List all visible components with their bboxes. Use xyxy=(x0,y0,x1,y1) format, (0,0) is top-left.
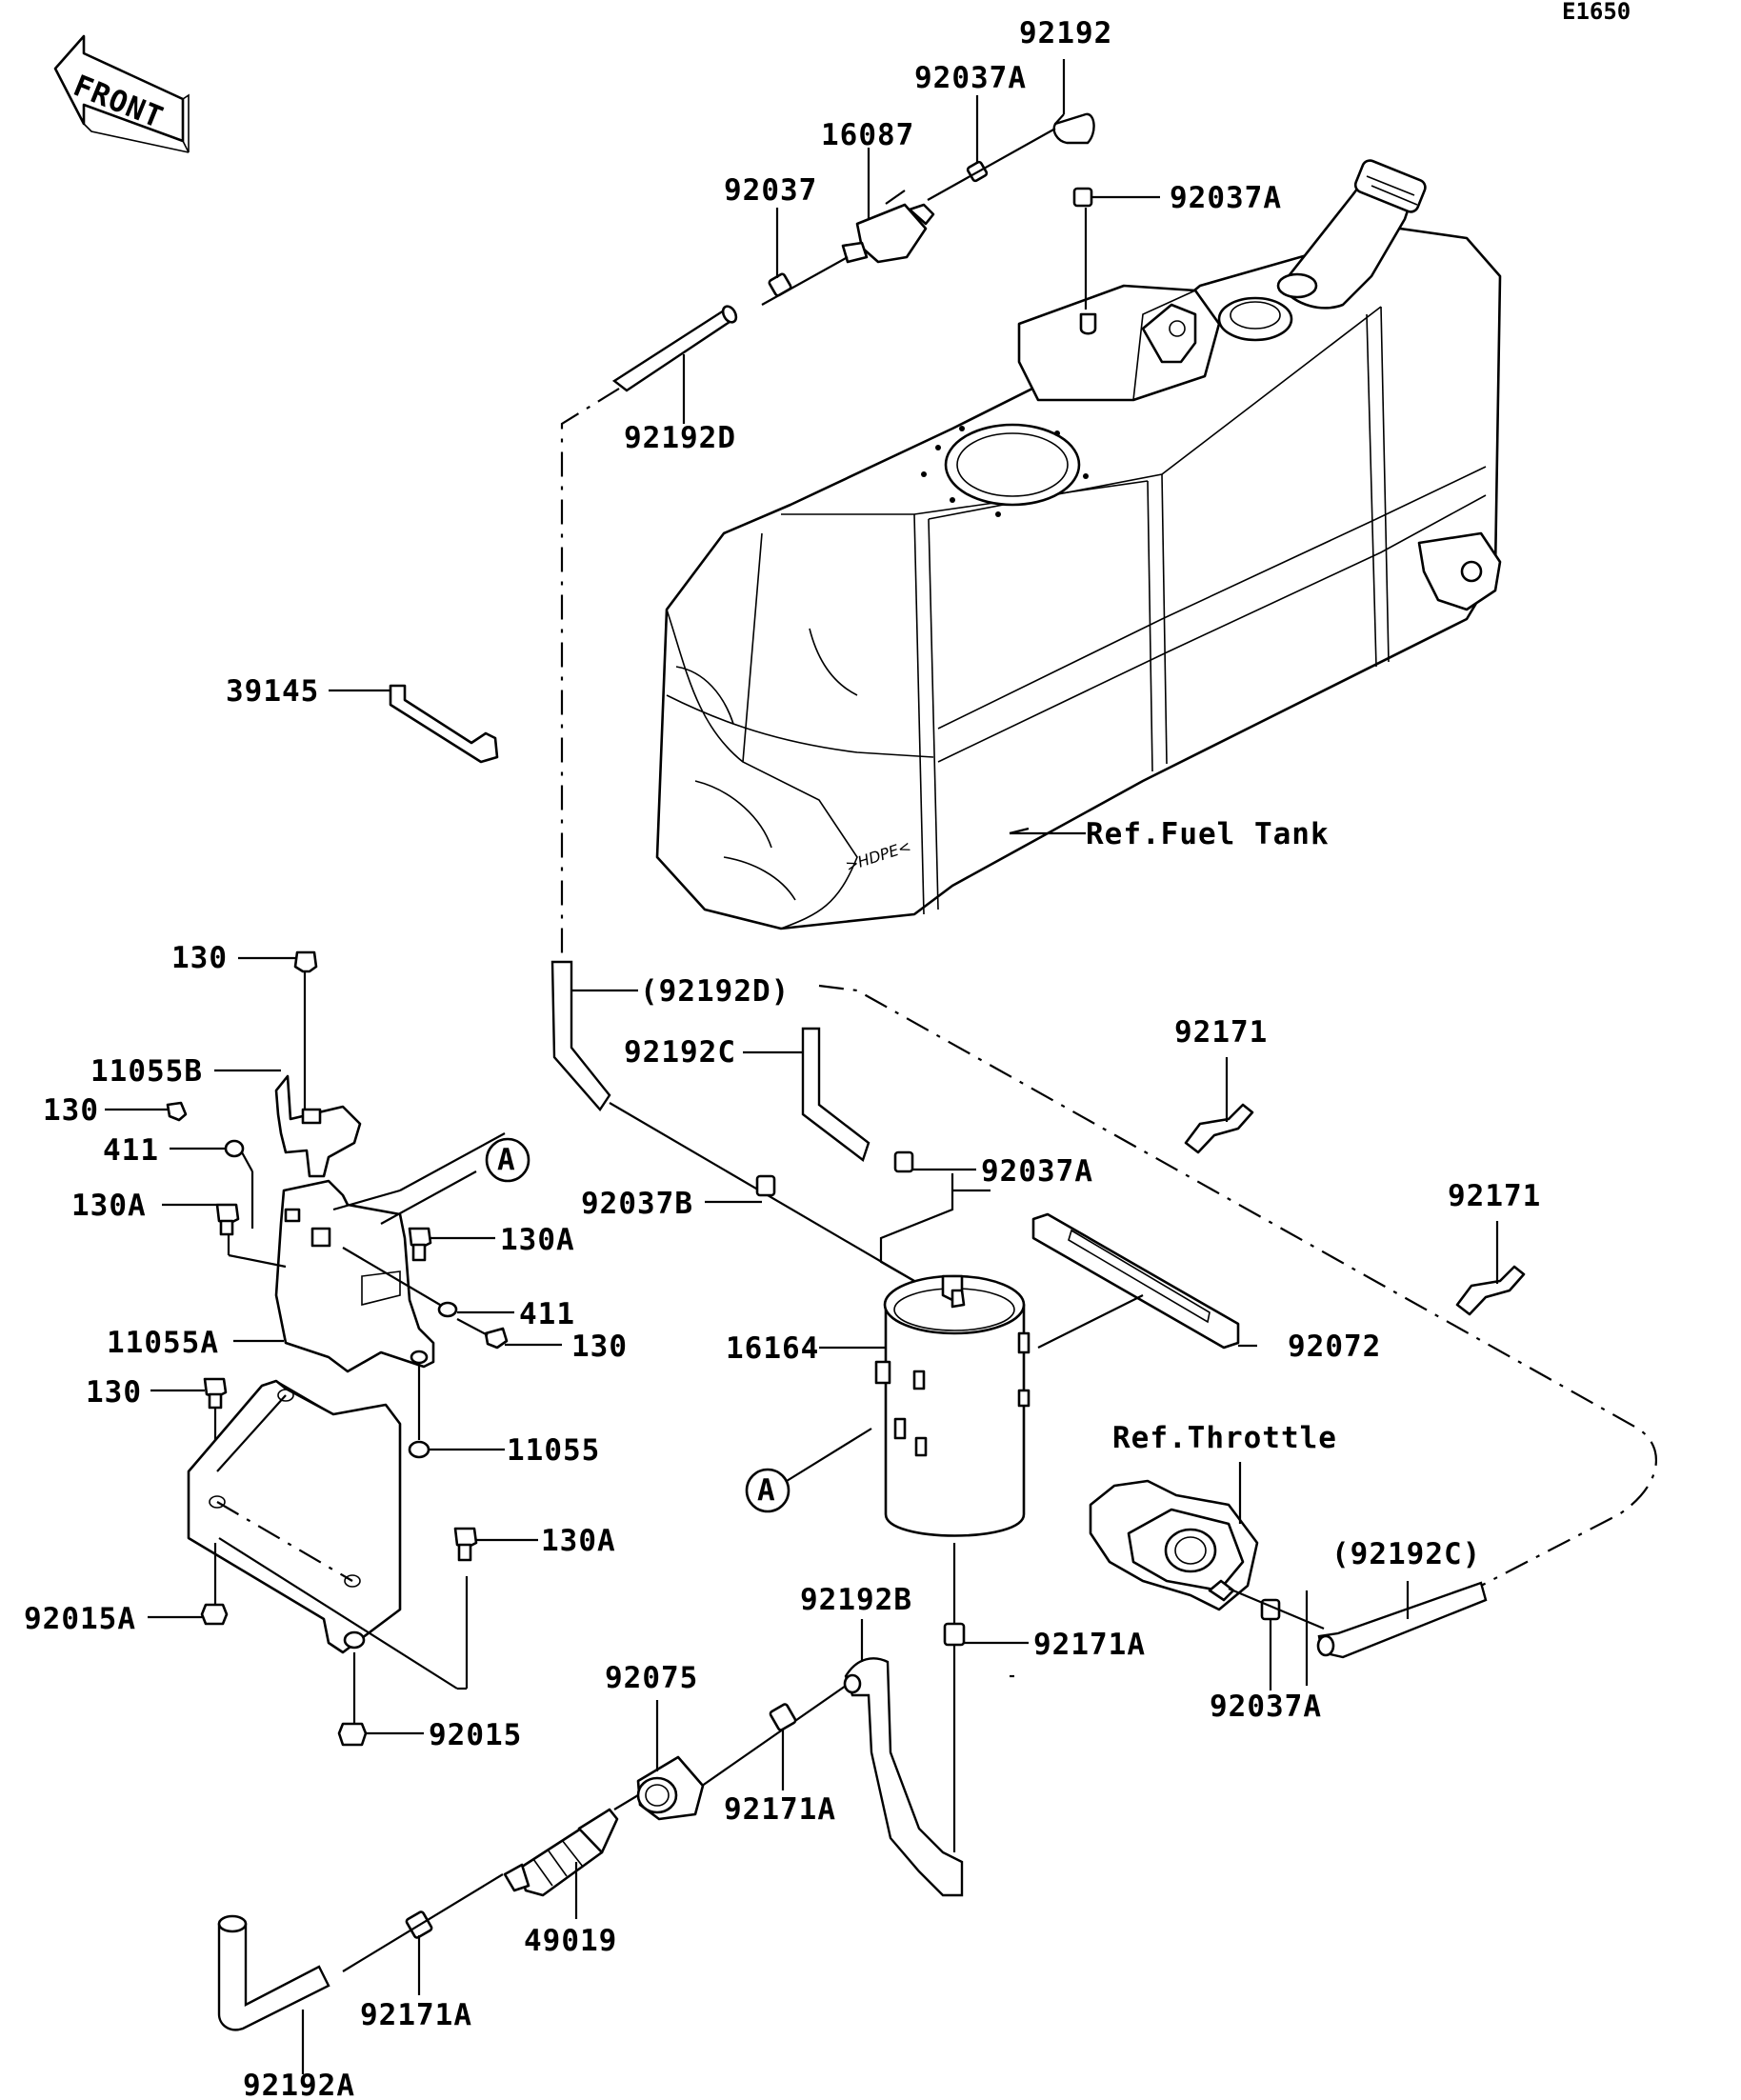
callout-92192: 92192 xyxy=(1019,16,1112,50)
callout-92171A-a: 92171A xyxy=(1033,1628,1146,1662)
callout-411-b: 411 xyxy=(519,1297,575,1331)
hose-92192A xyxy=(217,1914,330,2074)
ref-A-upper: A xyxy=(485,1137,530,1183)
canister-16164 xyxy=(819,1274,1031,1537)
bolt-130A-mid xyxy=(408,1227,495,1262)
hose-92192 xyxy=(1052,112,1095,145)
bolt-130-top xyxy=(238,950,318,1110)
callout-92015: 92015 xyxy=(429,1718,522,1752)
callout-ref-throttle: Ref.Throttle xyxy=(1112,1421,1337,1455)
callout-92037A-top: 92037A xyxy=(914,61,1027,95)
ref-A-lower: A xyxy=(745,1428,872,1513)
callout-92037: 92037 xyxy=(724,173,817,208)
clamp-92037 xyxy=(768,208,792,297)
hose-92192C-lower xyxy=(1316,1581,1488,1659)
callout-11055: 11055 xyxy=(507,1433,600,1468)
callout-92171A-c: 92171A xyxy=(360,1998,472,2032)
hose-92192B xyxy=(843,1619,964,1897)
hose-92192D xyxy=(611,305,738,424)
clip-92171-a xyxy=(1184,1057,1254,1154)
strap-92072 xyxy=(1031,1212,1257,1350)
callout-92075: 92075 xyxy=(605,1661,698,1695)
callout-92072: 92072 xyxy=(1288,1330,1381,1364)
callout-130-c: 130 xyxy=(571,1330,628,1364)
bracket-11055A xyxy=(233,1132,506,1373)
callout-130A-b: 130A xyxy=(500,1223,575,1257)
hose-92192D-lower xyxy=(550,960,638,1111)
callout-92171-a: 92171 xyxy=(1174,1015,1268,1050)
washer-411-a xyxy=(170,1139,254,1229)
callout-16087: 16087 xyxy=(821,118,914,152)
callout-92192C: 92192C xyxy=(624,1035,736,1070)
clamp-92037A-low xyxy=(1228,1587,1325,1686)
filter-49019 xyxy=(503,1794,639,1919)
clip-39145 xyxy=(329,684,499,764)
callout-92192D: 92192D xyxy=(624,421,736,455)
callout-92192C-paren: (92192C) xyxy=(1331,1537,1481,1571)
nut-92015A xyxy=(148,1543,229,1626)
bolt-130A-lower xyxy=(453,1527,538,1690)
bracket-11055 xyxy=(187,1362,505,1690)
callout-130A-a: 130A xyxy=(71,1189,147,1223)
callout-92037A-mid: 92037A xyxy=(981,1154,1093,1189)
callout-92192A: 92192A xyxy=(243,2069,355,2100)
callout-411-a: 411 xyxy=(103,1133,159,1168)
clamp-92037B xyxy=(705,1174,776,1204)
callout-92171-b: 92171 xyxy=(1448,1179,1541,1213)
callout-92037B: 92037B xyxy=(581,1187,693,1221)
callout-39145: 39145 xyxy=(226,674,319,709)
diagram-code: E1650 xyxy=(1562,0,1631,25)
bracket-11055B xyxy=(214,1069,362,1178)
callout-49019: 49019 xyxy=(524,1924,617,1958)
nut-92015 xyxy=(337,1652,424,1747)
throttle-body xyxy=(1089,1462,1259,1611)
valve-16087 xyxy=(761,148,935,306)
bolt-130-c xyxy=(456,1318,562,1350)
hose-92192C xyxy=(743,1027,870,1162)
callout-11055A: 11055A xyxy=(107,1326,219,1360)
callout-92037A-right: 92037A xyxy=(1170,181,1282,215)
clamp-92037A-right xyxy=(1072,187,1160,310)
clamp-92037A-mid xyxy=(879,1150,976,1282)
svg-text:A: A xyxy=(757,1473,776,1508)
callout-92192B: 92192B xyxy=(800,1583,912,1617)
callout-92037A-low: 92037A xyxy=(1210,1690,1322,1724)
front-arrow-icon: FRONT xyxy=(53,34,190,153)
callout-130A-c: 130A xyxy=(541,1524,616,1558)
callout-11055B: 11055B xyxy=(90,1054,203,1089)
clamp-92171A-a xyxy=(943,1543,1029,1852)
fuel-tank: >HDPE< xyxy=(655,159,1502,930)
svg-text:A: A xyxy=(497,1143,516,1177)
callout-130-a: 130 xyxy=(171,941,228,975)
callout-92192D-paren: (92192D) xyxy=(640,974,790,1009)
callout-130-b: 130 xyxy=(43,1093,99,1128)
bolt-130A-left xyxy=(162,1203,287,1269)
callout-16164: 16164 xyxy=(726,1331,819,1366)
clamp-92171A-c xyxy=(342,1873,504,1995)
clamp-92171A-b xyxy=(769,1703,797,1790)
clip-92171-b xyxy=(1455,1221,1526,1316)
bolt-130-b xyxy=(105,1101,188,1122)
washer-411-b xyxy=(342,1247,514,1318)
callout-92171A-b: 92171A xyxy=(724,1792,836,1827)
callout-ref-fuel-tank: Ref.Fuel Tank xyxy=(1086,817,1330,851)
callout-130-d: 130 xyxy=(86,1375,142,1410)
cap-92075 xyxy=(636,1700,705,1821)
callout-92015A: 92015A xyxy=(24,1602,136,1636)
